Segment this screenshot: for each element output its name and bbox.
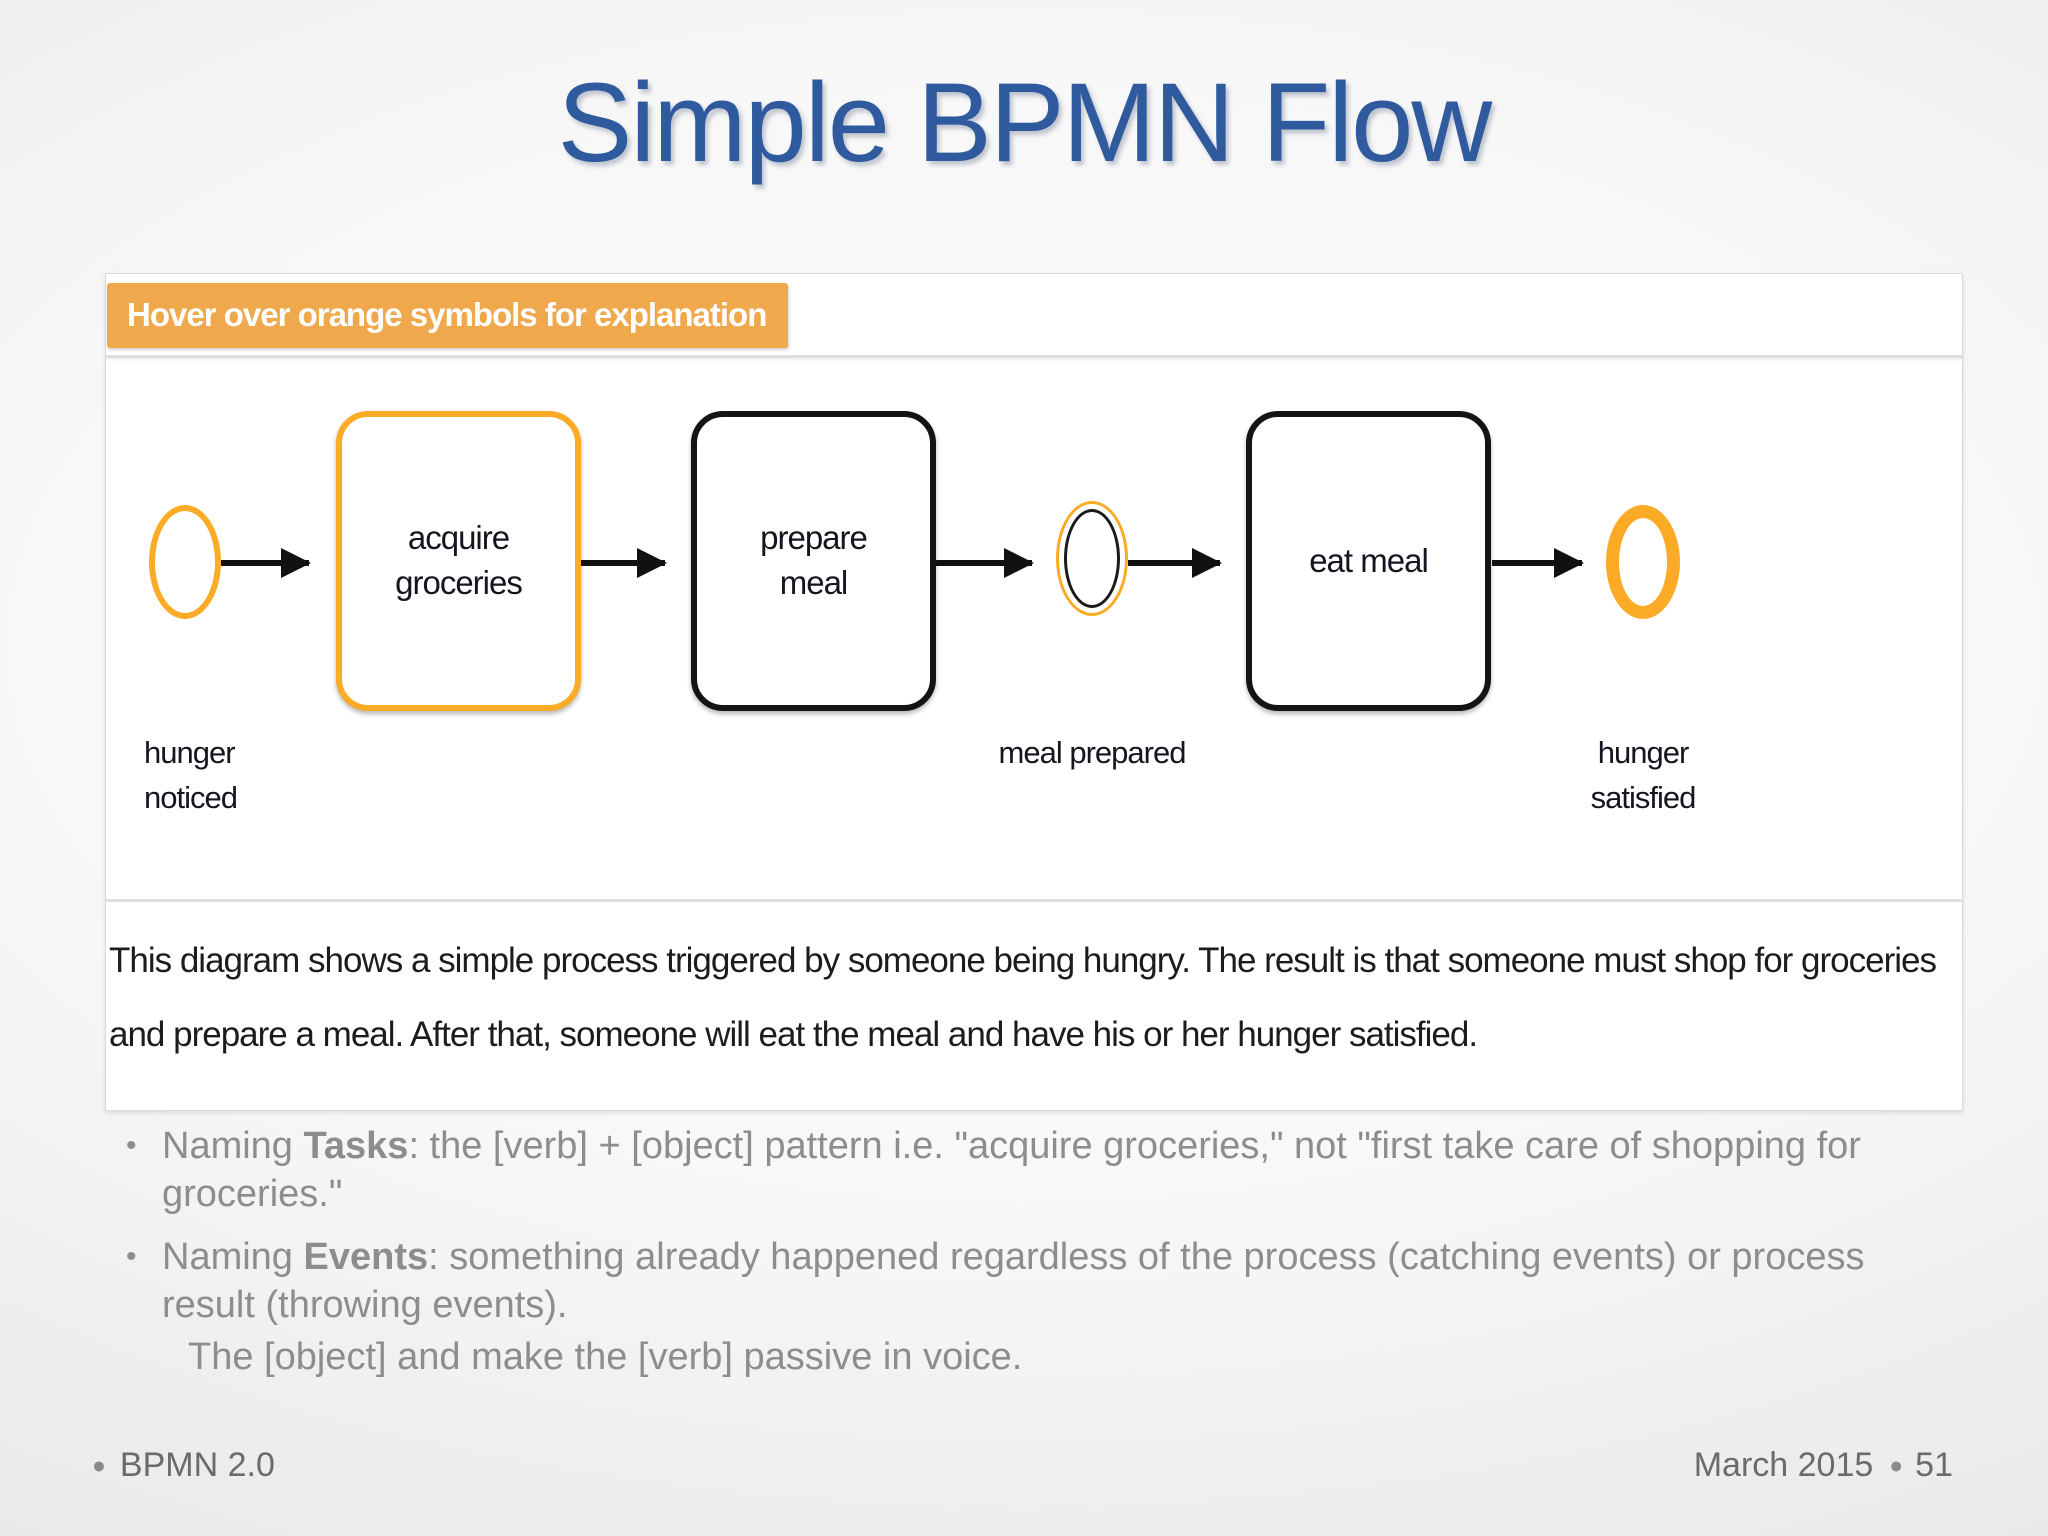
arrowhead-icon <box>1554 548 1584 578</box>
start-event-label: hunger noticed <box>144 735 238 815</box>
arrowhead-icon <box>637 548 667 578</box>
footer-left-label: BPMN 2.0 <box>119 1446 275 1484</box>
bullet-text: Naming Tasks: the [verb] + [object] patt… <box>162 1125 1861 1215</box>
arrowhead-icon <box>281 548 311 578</box>
footer-right: March 2015 ● 51 <box>1694 1446 1953 1485</box>
task-label: eat meal <box>1309 541 1429 579</box>
footer-bullet-icon: ● <box>1889 1452 1904 1478</box>
end-event-shape[interactable] <box>1606 505 1680 619</box>
intermediate-event-label: meal prepared <box>998 735 1187 770</box>
task-acquire-groceries[interactable]: acquire groceries <box>336 411 581 711</box>
footer-left: ● BPMN 2.0 <box>92 1446 275 1485</box>
bullet-item-naming-events: • Naming Events: something already happe… <box>118 1233 1918 1329</box>
footer: ● BPMN 2.0 March 2015 ● 51 <box>92 1446 1953 1485</box>
sequence-flow-arrow <box>221 548 311 578</box>
task-eat-meal: eat meal <box>1246 411 1491 711</box>
bullet-list: • Naming Tasks: the [verb] + [object] pa… <box>118 1122 1918 1344</box>
diagram-panel: Hover over orange symbols for explanatio… <box>105 273 1963 1111</box>
bpmn-canvas: acquire groceries prepare meal eat meal … <box>106 358 1962 899</box>
sequence-flow-arrow <box>581 548 667 578</box>
intermediate-event-inner-ring <box>1064 509 1120 608</box>
task-prepare-meal: prepare meal <box>691 411 936 711</box>
footer-date: March 2015 <box>1693 1446 1874 1484</box>
arrowhead-icon <box>1004 548 1034 578</box>
page-title: Simple BPMN Flow <box>557 60 1493 185</box>
bullet-text: Naming Events: something already happene… <box>162 1236 1865 1326</box>
sequence-flow-arrow <box>936 548 1034 578</box>
bullet-icon: • <box>126 1240 137 1273</box>
hover-hint-banner: Hover over orange symbols for explanatio… <box>107 283 789 348</box>
diagram-caption: This diagram shows a simple process trig… <box>106 899 1962 1110</box>
bullet-icon: • <box>126 1129 137 1162</box>
slide-number: 51 <box>1915 1446 1953 1484</box>
sequence-flow-arrow <box>1492 548 1584 578</box>
sequence-flow-arrow <box>1128 548 1222 578</box>
footer-bullet-icon: ● <box>92 1452 106 1478</box>
task-label: acquire groceries <box>395 519 523 601</box>
end-event-label: hunger satisfied <box>1590 735 1697 815</box>
bullet-item-naming-tasks: • Naming Tasks: the [verb] + [object] pa… <box>118 1122 1918 1218</box>
task-label: prepare meal <box>760 519 868 601</box>
start-event-shape[interactable] <box>149 505 221 619</box>
arrowhead-icon <box>1192 548 1222 578</box>
panel-divider <box>106 355 1962 358</box>
bullet-continuation-text: The [object] and make the [verb] passive… <box>188 1336 1023 1378</box>
intermediate-event-shape[interactable] <box>1056 501 1128 616</box>
